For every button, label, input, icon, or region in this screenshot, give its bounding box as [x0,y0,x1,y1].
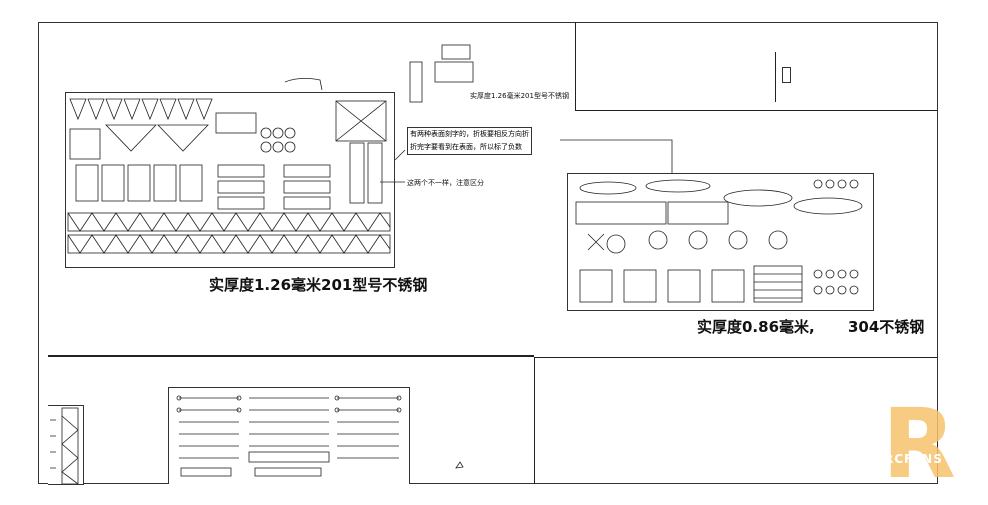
lower-left-strip-parts [50,407,79,484]
left-etch-sheet [65,92,395,268]
note-reverse-line1: 有两种表面刻字的，折板要相反方向折 [410,130,529,138]
left-etch-parts [67,98,391,254]
left-sheet-caption: 实厚度1.26毫米201型号不锈钢 [209,276,428,294]
watermark-letter: R [882,388,956,500]
right-edge-tick [775,52,776,102]
watermark-text: RCFANS [884,452,943,466]
rcfans-watermark: R RCFANS [882,396,966,492]
lower-middle-sheet [168,387,410,484]
right-sheet-caption: 实厚度0.86毫米, [697,318,815,336]
upper-divider-horizontal [575,110,937,111]
note-reverse-line2: 折完字要看到在表面，所以标了负数 [410,143,522,151]
lower-vertical-divider [534,357,535,484]
middle-divider [48,355,534,357]
middle-divider-right [534,357,937,358]
top-small-label: 实厚度1.26毫米201型号不锈钢 [470,92,569,100]
right-etch-sheet [567,173,874,311]
lower-middle-parts [176,395,402,477]
small-rect-icon [782,67,791,83]
right-sheet-material: 304不锈钢 [848,318,925,336]
note-reverse-fold: 有两种表面刻字的，折板要相反方向折 折完字要看到在表面，所以标了负数 [407,127,532,155]
upper-divider [575,22,576,110]
lower-left-strip-sheet [48,405,84,485]
right-etch-parts [575,179,863,303]
note-different-parts: 这两个不一样，注意区分 [407,179,484,187]
drawing-frame [38,22,938,484]
